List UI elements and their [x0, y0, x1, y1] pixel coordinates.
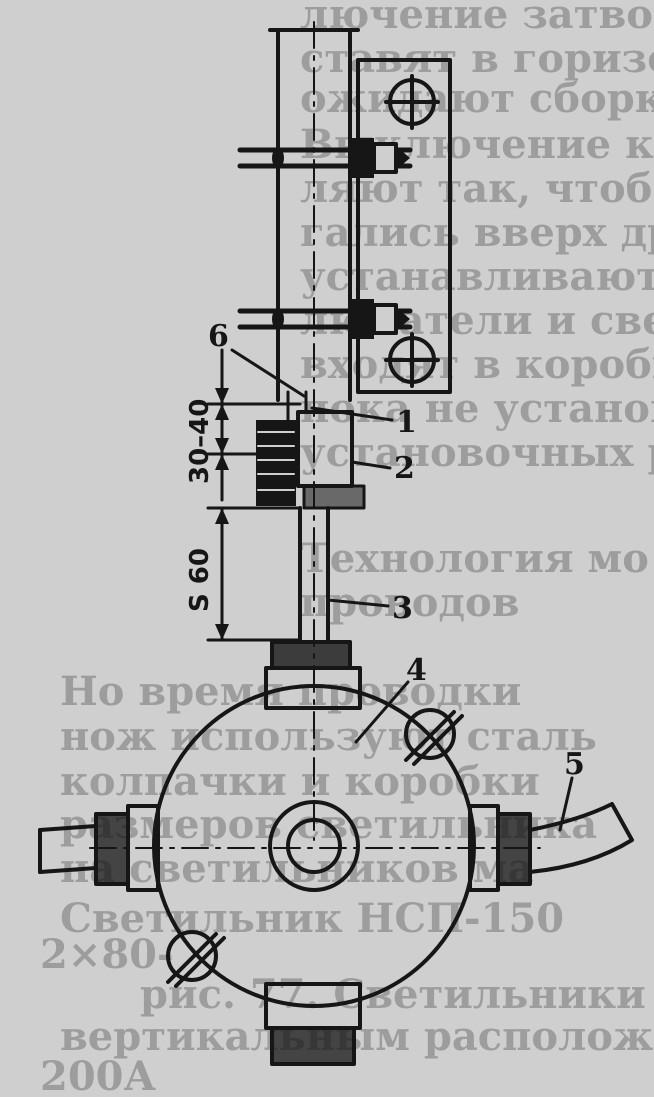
plate-bolt-bottom — [384, 332, 440, 388]
bg-line: нож используют сталь — [60, 713, 597, 760]
junction-box — [152, 684, 476, 1008]
mounting-plate — [356, 58, 452, 394]
right-gland — [468, 802, 634, 892]
stem-rod — [298, 506, 330, 644]
bg-line: Светильник НСП-150 — [60, 895, 564, 942]
leader-5 — [558, 776, 574, 832]
left-gland — [38, 804, 160, 892]
leader-3 — [326, 598, 390, 608]
part-label-6: 6 — [208, 319, 229, 354]
leader-1 — [310, 406, 394, 422]
top-gland — [264, 640, 362, 710]
part-label-3: 3 — [392, 591, 413, 626]
earth-screw-upper — [404, 708, 464, 766]
bg-line: установочных работ — [300, 429, 654, 476]
leader-4 — [354, 680, 410, 744]
bg-line: Технология мо — [300, 535, 649, 582]
part-label-5: 5 — [564, 747, 585, 782]
bg-line: 2×80- — [40, 931, 174, 978]
part-label-4: 4 — [406, 653, 427, 688]
bg-line: на светильников ма — [60, 845, 533, 892]
coupling-body — [296, 410, 366, 510]
bg-line: проводов — [300, 579, 520, 626]
packing-seal — [256, 390, 308, 506]
bg-line: 200А — [40, 1053, 156, 1097]
dimension-label-30-40: 30–40 — [185, 399, 215, 484]
bottom-gland — [264, 982, 362, 1066]
plate-bolt-top — [384, 74, 440, 130]
part-label-1: 1 — [396, 405, 417, 440]
earth-screw-lower — [166, 930, 226, 988]
dimension-label-s60: S 60 — [185, 548, 215, 612]
dimension-30-40 — [206, 348, 302, 502]
part-label-2: 2 — [394, 451, 415, 486]
leader-6 — [230, 348, 306, 398]
leader-2 — [350, 460, 392, 470]
bg-line: вертикальным расположением — [60, 1013, 654, 1060]
